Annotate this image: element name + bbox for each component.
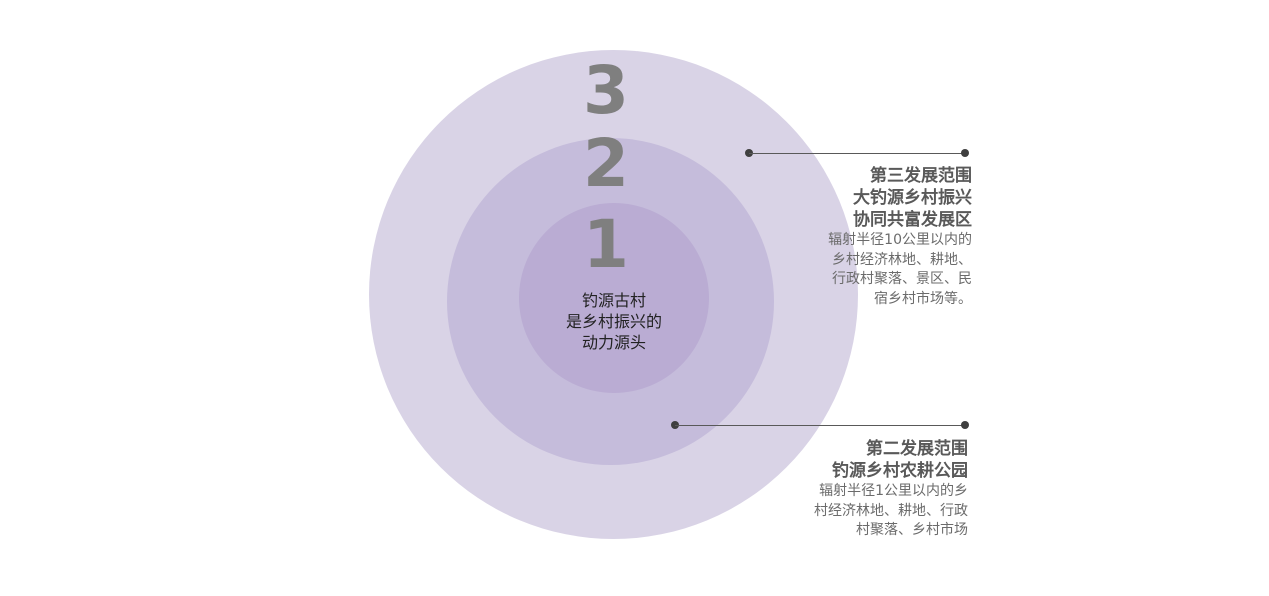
callout-title-line: 协同共富发展区 (853, 210, 972, 230)
leader-dot-end-2 (961, 421, 969, 429)
center-label-line: 钓源古村 (581, 291, 646, 310)
callout-body-line: 辐射半径10公里以内的 (828, 232, 972, 248)
center-label-line: 动力源头 (581, 333, 646, 352)
ring-1-inner-circle (519, 203, 709, 393)
callout-body-line: 行政村聚落、景区、民 (832, 271, 972, 287)
leader-line-2 (675, 425, 965, 426)
leader-dot-end-3 (961, 149, 969, 157)
callout-second-range: 第二发展范围 钓源乡村农耕公园 辐射半径1公里以内的乡 村经济林地、耕地、行政 … (780, 438, 968, 541)
callout-body-line: 村聚落、乡村市场 (856, 522, 968, 538)
ring-number-2: 2 (583, 125, 629, 202)
callout-third-range: 第三发展范围 大钓源乡村振兴 协同共富发展区 辐射半径10公里以内的 乡村经济林… (790, 165, 972, 309)
callout-body-line: 村经济林地、耕地、行政 (814, 502, 968, 519)
callout-body-line: 乡村经济林地、耕地、 (832, 251, 972, 268)
ring-number-1: 1 (583, 206, 629, 283)
callout-title-line: 大钓源乡村振兴 (853, 188, 972, 208)
callout-body-line: 宿乡村市场等。 (874, 290, 972, 307)
ring-number-3: 3 (583, 52, 629, 129)
callout-body-line: 辐射半径1公里以内的乡 (819, 483, 968, 499)
center-label: 钓源古村 是乡村振兴的 动力源头 (534, 290, 694, 353)
leader-line-3 (749, 153, 965, 154)
center-label-line: 是乡村振兴的 (565, 312, 662, 331)
callout-title-line: 第三发展范围 (870, 166, 972, 186)
callout-title-line: 钓源乡村农耕公园 (832, 461, 968, 481)
callout-title-line: 第二发展范围 (866, 439, 968, 459)
